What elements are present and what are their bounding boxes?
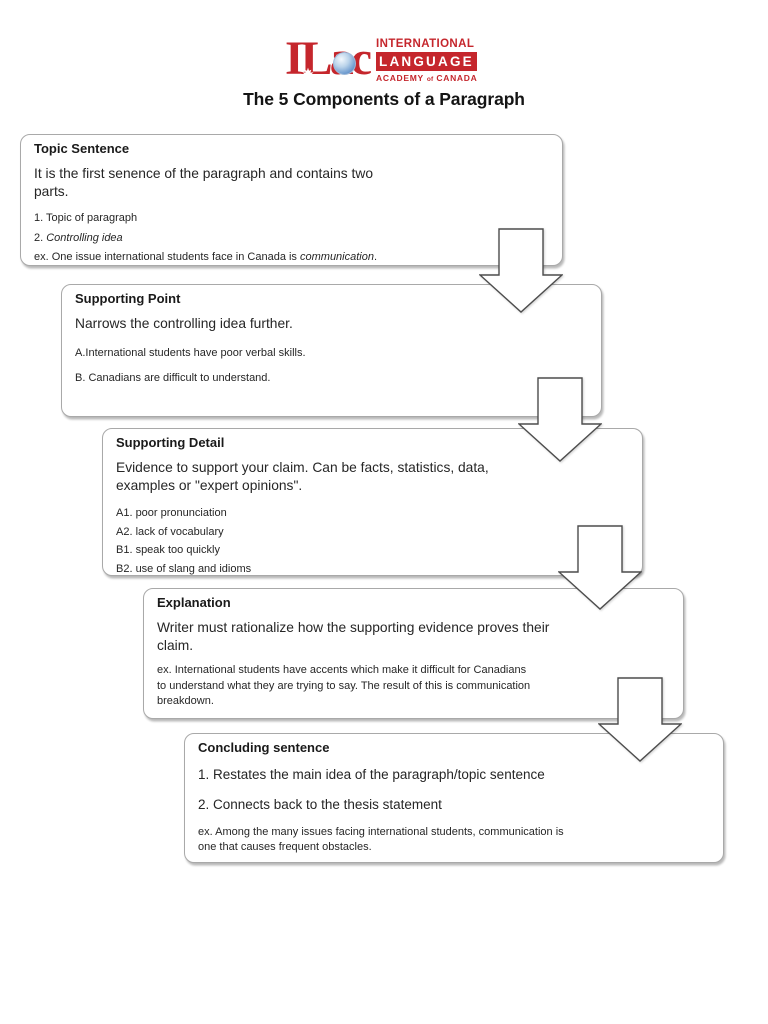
box-supporting-detail: Supporting Detail Evidence to support yo… — [102, 428, 643, 576]
example-text: ex. Among the many issues facing interna… — [198, 826, 564, 854]
list-item: 2. Controlling idea — [34, 231, 123, 244]
box-heading: Explanation — [157, 595, 231, 610]
logo-international-text: INTERNATIONAL — [376, 38, 475, 50]
box-heading: Topic Sentence — [34, 141, 130, 156]
list-item: 1. Restates the main idea of the paragra… — [198, 767, 545, 782]
logo-language-text: LANGUAGE — [376, 52, 477, 71]
logo-academy-text: ACADEMY of CANADA — [376, 73, 478, 83]
globe-icon — [333, 52, 356, 75]
down-arrow-icon — [518, 377, 602, 463]
list-item: 2. Connects back to the thesis statement — [198, 796, 442, 812]
down-arrow-icon — [479, 228, 563, 314]
maple-leaf-icon — [300, 45, 316, 83]
box-heading: Supporting Point — [75, 291, 181, 306]
box-heading: Supporting Detail — [116, 435, 225, 450]
list-item: B. Canadians are difficult to understand… — [75, 371, 271, 384]
box-supporting-point: Supporting Point Narrows the controlling… — [61, 284, 602, 417]
page-title: The 5 Components of a Paragraph — [243, 89, 525, 109]
list-item: B1. speak too quickly — [116, 544, 220, 557]
example-text: ex. One issue international students fac… — [34, 251, 378, 264]
box-body: Evidence to support your claim. Can be f… — [116, 460, 489, 494]
down-arrow-icon — [558, 525, 642, 611]
ilac-logo: ILac INTERNATIONAL LANGUAGE ACADEMY of C… — [285, 35, 477, 85]
down-arrow-icon — [598, 677, 682, 763]
wordmark-c: c — [350, 32, 372, 85]
list-item: A1. poor pronunciation — [116, 507, 227, 520]
list-item: B2. use of slang and idioms — [116, 562, 252, 575]
box-topic-sentence: Topic Sentence It is the first senence o… — [20, 134, 563, 266]
box-heading: Concluding sentence — [198, 740, 330, 755]
box-body: It is the first senence of the paragraph… — [34, 166, 373, 200]
box-body: Narrows the controlling idea further. — [75, 316, 293, 331]
box-body: Writer must rationalize how the supporti… — [157, 620, 550, 654]
list-item: A.International students have poor verba… — [75, 347, 306, 360]
logo-text-block: INTERNATIONAL LANGUAGE ACADEMY of CANADA — [376, 36, 477, 85]
list-item: A2. lack of vocabulary — [116, 525, 224, 538]
ilac-wordmark: ILac — [285, 35, 372, 83]
list-item: 1. Topic of paragraph — [34, 212, 138, 225]
box-explanation: Explanation Writer must rationalize how … — [143, 588, 684, 719]
example-text: ex. International students have accents … — [157, 664, 531, 708]
